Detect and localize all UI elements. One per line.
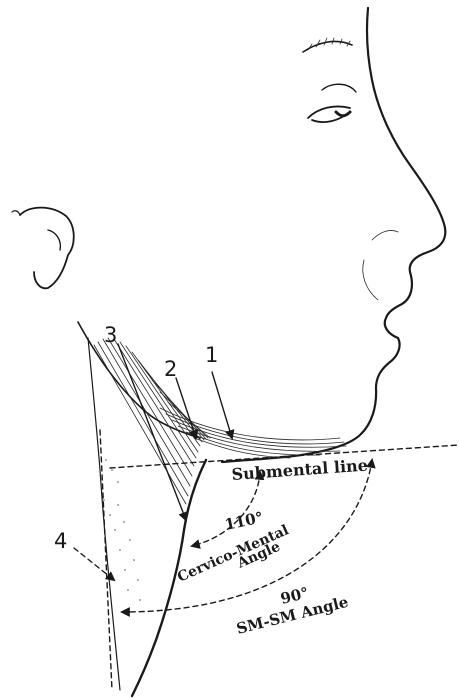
eye-lid xyxy=(322,84,356,92)
platysma-hatching xyxy=(94,338,210,504)
marker-3-label: 3 xyxy=(104,323,117,347)
marker-1-label: 1 xyxy=(205,343,218,367)
cervico-mental-angle-arc xyxy=(192,472,260,546)
marker-4-label: 4 xyxy=(54,529,67,553)
posterior-neck-reference-line xyxy=(100,430,112,690)
leader-1 xyxy=(212,372,232,438)
cervico-mental-angle-value: 110° xyxy=(223,508,265,534)
ear xyxy=(20,208,74,289)
face-profile-outline xyxy=(222,8,445,462)
marker-2-label: 2 xyxy=(164,357,177,381)
